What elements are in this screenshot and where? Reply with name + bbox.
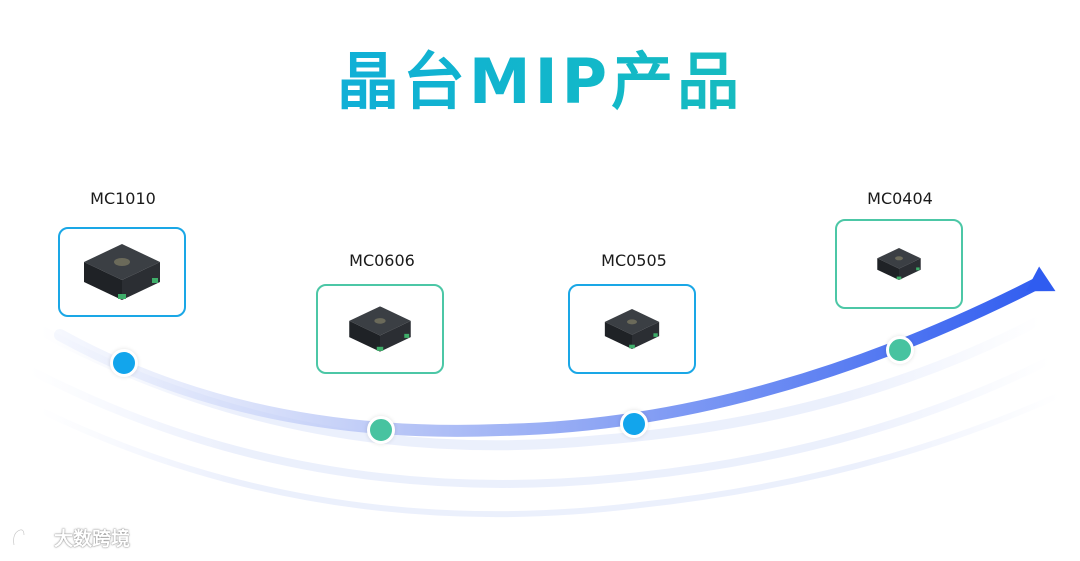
timeline-dot-mc0404 <box>886 336 914 364</box>
page-title: 晶台MIP产品 <box>0 42 1080 122</box>
product-card-mc0505 <box>568 284 696 374</box>
product-card-mc0606 <box>316 284 444 374</box>
led-chip-icon <box>84 244 160 300</box>
watermark: 大数跨境 <box>10 524 130 551</box>
watermark-text: 大数跨境 <box>54 528 131 550</box>
product-card-mc0404 <box>835 219 963 309</box>
led-chip-icon <box>349 306 411 352</box>
product-card-mc1010 <box>58 227 186 317</box>
background-swoosh-middle <box>26 356 1054 488</box>
timeline-dot-mc0606 <box>367 416 395 444</box>
background-swoosh-lower <box>37 392 1063 518</box>
arrow-head-icon <box>1025 266 1056 292</box>
product-label-mc0404: MC0404 <box>867 189 933 208</box>
led-chip-icon <box>604 309 660 349</box>
logo-icon <box>12 528 47 546</box>
timeline-dot-mc1010 <box>110 349 138 377</box>
timeline-dot-mc0505 <box>620 410 648 438</box>
led-chip-icon <box>877 248 921 280</box>
product-label-mc0606: MC0606 <box>349 251 415 270</box>
main-progress-curve <box>54 276 1046 437</box>
product-label-mc1010: MC1010 <box>90 189 156 208</box>
product-label-mc0505: MC0505 <box>601 251 667 270</box>
